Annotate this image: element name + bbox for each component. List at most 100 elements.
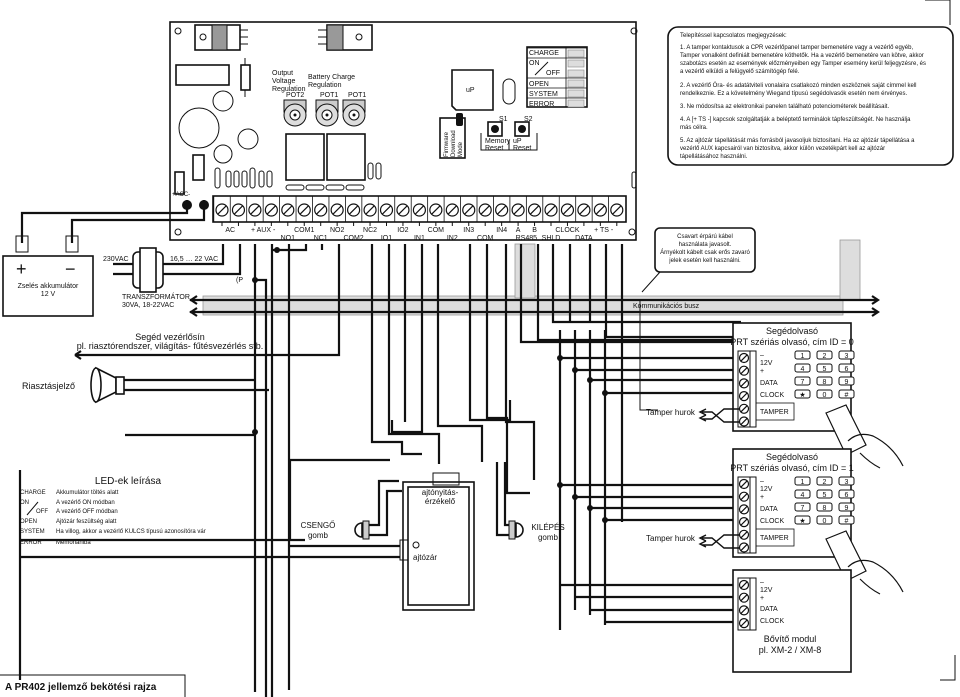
- terminal-screw: [248, 203, 262, 217]
- installation-notes: [667, 26, 954, 166]
- firmware-label: Firmware: [444, 131, 450, 157]
- terminal-screw: [527, 203, 542, 217]
- keypad-key[interactable]: [794, 363, 811, 373]
- terminal-screw: [363, 203, 377, 217]
- terminal-label: NC2: [363, 227, 377, 234]
- controller-board: Output Voltage Regulation Battery Charge…: [169, 21, 638, 242]
- keypad-key[interactable]: [816, 389, 833, 399]
- note-line: 4. A [+ TS -] kapcsok szolgáltatják a be…: [680, 117, 911, 123]
- keypad-key[interactable]: [838, 389, 855, 399]
- keypad-key[interactable]: [838, 363, 855, 373]
- key-label: 8: [823, 379, 827, 386]
- terminal-strip: AC+ AUX -NO1COM1NC1NO2COM2NC2IO1IO2IN1CO…: [213, 196, 624, 242]
- legend-led-name: ERROR: [20, 540, 42, 546]
- key-label: 9: [845, 505, 849, 512]
- keypad-key[interactable]: [838, 350, 855, 360]
- bell-button[interactable]: [354, 520, 370, 540]
- expansion-term-label: 12V: [760, 587, 773, 594]
- keypad-key[interactable]: [816, 363, 833, 373]
- aux-rail-title: Segéd vezérlősín: [135, 332, 205, 342]
- pot-label: Output: [272, 70, 293, 77]
- terminal-label: IN4: [496, 227, 507, 234]
- bell-button-label: gomb: [308, 531, 329, 540]
- expansion-term-label: CLOCK: [760, 618, 784, 625]
- mains-label: 230VAC: [103, 256, 129, 263]
- terminal-screw: [577, 203, 591, 217]
- terminal-label: COM1: [294, 227, 314, 234]
- legend-led-desc: Akkumulátor töltés alatt: [56, 490, 119, 496]
- note-line: vezérlő AUX kapcsairól van biztosítva, a…: [680, 146, 885, 152]
- terminal-screw: [544, 203, 558, 217]
- tamper-loop-label: Tamper hurok: [646, 534, 696, 543]
- aux-rail-subtitle: pl. riasztórendszer, világítás- fűtésvez…: [77, 341, 264, 351]
- keypad-key[interactable]: [838, 515, 855, 525]
- expansion-title: Bővítő modul: [764, 634, 817, 644]
- terminal-label: RS485: [516, 235, 538, 242]
- keypad-key[interactable]: [794, 376, 811, 386]
- note-line: Tamper vonalként definiált bemenetére kö…: [680, 53, 924, 59]
- key-label: 3: [845, 353, 849, 360]
- terminal-screw: [738, 403, 750, 414]
- footer-title: A PR402 jellemző bekötési rajza: [5, 682, 157, 693]
- led-indicator: [567, 79, 585, 88]
- reader-subtitle: PRT szériás olvasó, cím ID = 1: [730, 463, 853, 473]
- keypad-key[interactable]: [794, 476, 811, 486]
- keypad-key[interactable]: [794, 489, 811, 499]
- firmware-label: Mode: [458, 141, 464, 157]
- terminal-label: B: [532, 227, 537, 234]
- pot-label: Regulation: [308, 82, 342, 89]
- key-label: 8: [823, 505, 827, 512]
- door-lock-label: ajtózár: [413, 553, 437, 562]
- bus-label: Kommunikációs busz: [633, 303, 700, 310]
- tamper-label: TAMPER: [760, 535, 789, 542]
- keypad-key[interactable]: [794, 350, 811, 360]
- terminal-screw: [610, 203, 624, 217]
- expansion-term-label: –: [760, 579, 764, 586]
- keypad-key[interactable]: [838, 502, 855, 512]
- terminal-label: NO1: [281, 235, 296, 242]
- keypad-key[interactable]: [838, 376, 855, 386]
- keypad-key[interactable]: [794, 502, 811, 512]
- pot1-label: POT1: [320, 92, 338, 99]
- terminal-screw: [738, 478, 750, 490]
- key-label: 2: [823, 353, 827, 360]
- note-line: 2. A vezérlő Óra- és adatátviteli vonala…: [680, 82, 916, 89]
- keypad-key[interactable]: [838, 476, 855, 486]
- keypad-key[interactable]: [816, 350, 833, 360]
- terminal-label: SHLD: [542, 235, 561, 242]
- key-label: 5: [823, 492, 827, 499]
- keypad-key[interactable]: [816, 502, 833, 512]
- keypad-key[interactable]: [816, 515, 833, 525]
- reader-term-label: CLOCK: [760, 518, 784, 525]
- legend-led-desc: A vezérlő ON módban: [56, 500, 115, 506]
- keypad-key[interactable]: [794, 515, 811, 525]
- keypad-key[interactable]: [838, 489, 855, 499]
- hand-icon: [847, 433, 904, 469]
- secondary-voltage-label: 16,5 … 22 VAC: [170, 256, 218, 263]
- keypad-key[interactable]: [794, 389, 811, 399]
- terminal-screw: [738, 378, 750, 389]
- terminal-screw: [231, 203, 246, 217]
- reader-term-label: 12V: [760, 486, 773, 493]
- expansion-term-label: DATA: [760, 606, 778, 613]
- up-label: uP: [466, 87, 475, 94]
- keypad-key[interactable]: [816, 489, 833, 499]
- battery-voltage: 12 V: [41, 291, 56, 298]
- note-line: szabotázs esetén az események előzményei…: [680, 61, 926, 67]
- led-indicator: [567, 59, 585, 68]
- tamper-label: TAMPER: [760, 409, 789, 416]
- potentiometers: [283, 99, 366, 127]
- legend-led-name: ON: [20, 500, 29, 506]
- keypad-key[interactable]: [816, 376, 833, 386]
- terminal-label: COM: [477, 235, 494, 242]
- terminal-screw: [396, 203, 410, 217]
- firmware-jumper[interactable]: [456, 113, 463, 126]
- legend-led-name: CHARGE: [20, 490, 46, 496]
- note-line: 1. A tamper kontaktusok a CPR vezérlőpan…: [680, 45, 913, 51]
- reader-title: Segédolvasó: [766, 326, 818, 336]
- note-line: rendelkeznie. Ez a követelmény Wiegand t…: [680, 91, 907, 97]
- exit-button[interactable]: [508, 520, 524, 540]
- keypad-key[interactable]: [816, 476, 833, 486]
